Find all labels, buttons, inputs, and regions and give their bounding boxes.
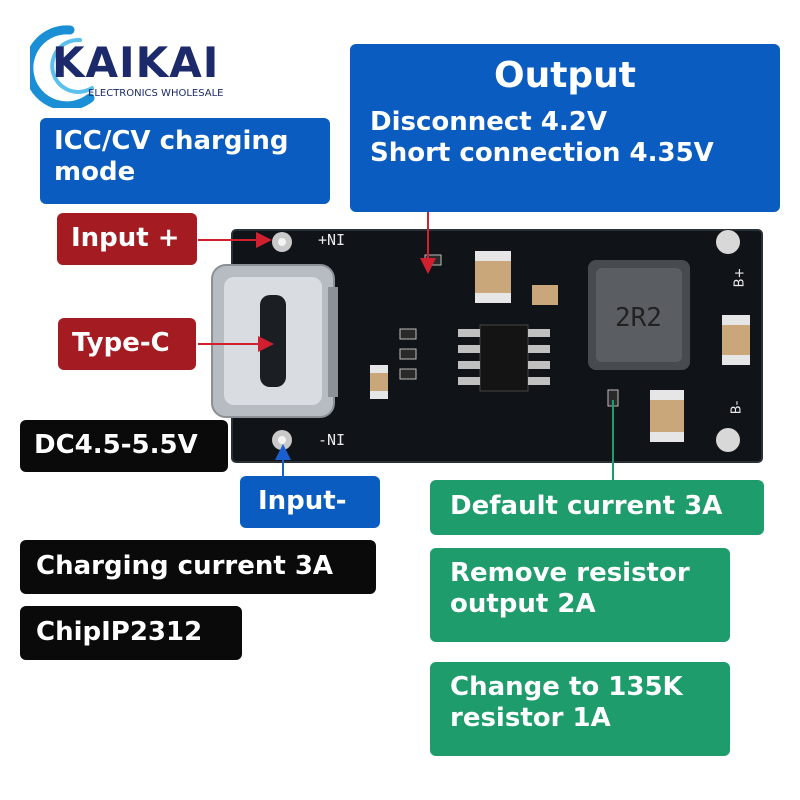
icc-cv-line2: mode [54,157,136,188]
kaikai-logo: KAIKAI ELECTRONICS WHOLESALE [24,18,260,111]
remove-resistor-label: Remove resistor output 2A [430,548,730,642]
input-minus-label: Input- [240,476,380,528]
silk-b-plus: B+ [732,267,748,288]
inductor-marking: 2R2 [615,303,662,333]
output-title: Output [493,55,637,96]
dc-voltage-text: DC4.5-5.5V [34,430,198,460]
silk-b-minus: B- [729,400,745,415]
input-minus-text: Input- [258,486,347,516]
charging-current-text: Charging current 3A [36,551,334,581]
logo-brand: KAIKAI [52,38,220,87]
output-line2: Short connection 4.35V [370,138,714,169]
default-current-label: Default current 3A [430,480,764,535]
pcb-board: +NI -NI B+ B- 2R2 [210,225,765,465]
input-plus-label: Input + [57,213,197,265]
icc-cv-line1: ICC/CV charging [54,126,289,156]
type-c-label: Type-C [58,318,196,370]
input-plus-text: Input + [71,223,180,253]
chip-label: ChipIP2312 [20,606,242,660]
change-resistor-line2: resistor 1A [450,703,611,734]
logo-tagline: ELECTRONICS WHOLESALE [88,88,224,99]
output-box: Output Disconnect 4.2V Short connection … [350,44,780,212]
silk-minus-in: -NI [318,431,346,449]
silk-plus-in: +NI [318,231,346,249]
chip-text: ChipIP2312 [36,617,203,647]
type-c-text: Type-C [72,328,170,358]
change-resistor-line1: Change to 135K [450,672,683,702]
remove-resistor-line1: Remove resistor [450,558,690,588]
logo-swoosh-icon [24,25,95,111]
dc-voltage-label: DC4.5-5.5V [20,420,228,472]
output-line1: Disconnect 4.2V [370,107,607,138]
charging-current-label: Charging current 3A [20,540,376,594]
default-current-text: Default current 3A [450,491,723,521]
change-resistor-label: Change to 135K resistor 1A [430,662,730,756]
icc-cv-label: ICC/CV charging mode [40,118,330,204]
remove-resistor-line2: output 2A [450,589,596,620]
